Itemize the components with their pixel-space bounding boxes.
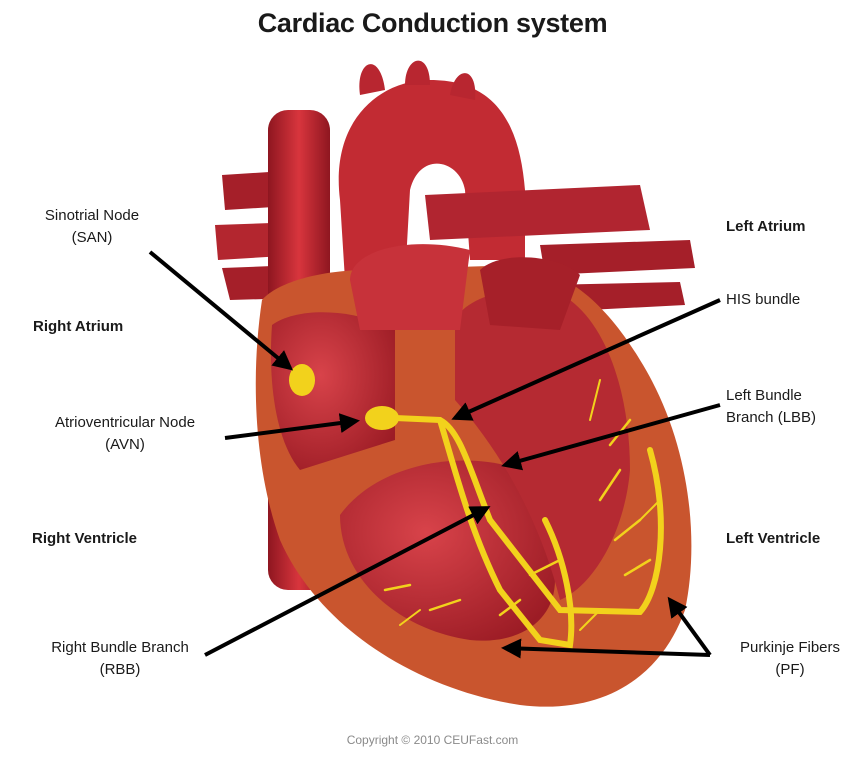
lbb-abbr: Branch (LBB) (726, 407, 816, 429)
san-abbr: (SAN) (22, 227, 162, 249)
label-left-atrium: Left Atrium (726, 216, 805, 238)
label-his-bundle: HIS bundle (726, 289, 800, 311)
sinoatrial-node (289, 364, 315, 396)
rbb-name: Right Bundle Branch (30, 637, 210, 659)
atrioventricular-node (365, 406, 399, 430)
label-left-ventricle: Left Ventricle (726, 528, 820, 550)
copyright-notice: Copyright © 2010 CEUFast.com (0, 733, 865, 747)
label-sinoatrial-node: Sinotrial Node (SAN) (22, 205, 162, 249)
label-left-bundle-branch: Left Bundle Branch (LBB) (726, 385, 816, 429)
avn-abbr: (AVN) (30, 434, 220, 456)
avn-name: Atrioventricular Node (30, 412, 220, 434)
label-right-ventricle: Right Ventricle (32, 528, 137, 550)
san-name: Sinotrial Node (22, 205, 162, 227)
pf-name: Purkinje Fibers (720, 637, 860, 659)
pulmonary-artery (425, 185, 650, 240)
pf-abbr: (PF) (720, 659, 860, 681)
label-right-bundle-branch: Right Bundle Branch (RBB) (30, 637, 210, 681)
rbb-abbr: (RBB) (30, 659, 210, 681)
label-atrioventricular-node: Atrioventricular Node (AVN) (30, 412, 220, 456)
label-right-atrium: Right Atrium (33, 316, 123, 338)
label-purkinje-fibers: Purkinje Fibers (PF) (720, 637, 860, 681)
lbb-name: Left Bundle (726, 385, 816, 407)
